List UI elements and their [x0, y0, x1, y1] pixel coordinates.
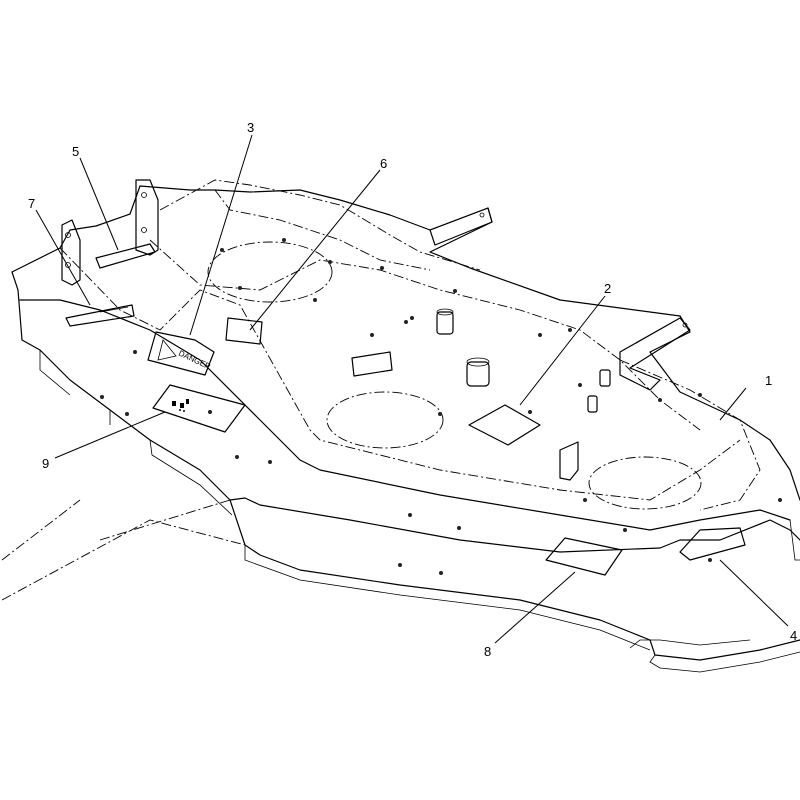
leader-7	[35, 209, 91, 306]
leader-4	[719, 559, 789, 627]
leader-3	[189, 134, 253, 336]
callout-9: 9	[42, 456, 49, 471]
top-arm-bracket	[429, 207, 493, 246]
mounting-holes	[100, 238, 782, 575]
spindle-parts	[351, 308, 611, 413]
spindle-top	[436, 311, 454, 335]
decal-7	[65, 304, 135, 327]
pin-2	[587, 395, 598, 413]
decal-3-danger: DANGER	[147, 331, 215, 376]
left-blade-opening	[207, 241, 333, 303]
decal-5	[95, 243, 156, 269]
right-arm-bracket	[619, 317, 691, 391]
right-rear-bracket	[135, 179, 159, 256]
decals: DANGER	[65, 243, 746, 576]
pin-1	[599, 369, 611, 387]
callout-8: 8	[484, 644, 491, 659]
spindle-center	[466, 361, 490, 387]
leader-9	[54, 411, 166, 459]
leader-5	[79, 157, 119, 251]
blade-openings	[207, 241, 702, 510]
callout-7: 7	[28, 196, 35, 211]
callout-labels: 1 2 3 4 5 6 7 8 9	[28, 120, 797, 659]
decal-9	[152, 384, 246, 433]
right-blade-opening	[588, 456, 702, 510]
leader-8	[494, 571, 576, 644]
decal-6	[225, 317, 263, 345]
callout-6: 6	[380, 156, 387, 171]
mounting-brackets	[61, 179, 691, 481]
callout-5: 5	[72, 144, 79, 159]
center-bracket	[559, 441, 579, 481]
left-rear-bracket	[61, 219, 81, 286]
center-blade-opening	[326, 391, 444, 449]
callout-1: 1	[765, 373, 772, 388]
decal-8	[545, 537, 623, 576]
danger-label: DANGER	[177, 349, 212, 372]
decal-4	[679, 527, 746, 561]
callout-4: 4	[790, 628, 797, 643]
callout-3: 3	[247, 120, 254, 135]
leader-2	[519, 295, 606, 406]
decal-2	[468, 404, 541, 446]
deck-hidden-lines	[1, 179, 761, 601]
callout-2: 2	[604, 281, 611, 296]
leader-6	[249, 169, 381, 331]
bracket-plate	[351, 351, 393, 377]
leader-1	[719, 387, 747, 421]
leader-lines	[35, 134, 789, 644]
